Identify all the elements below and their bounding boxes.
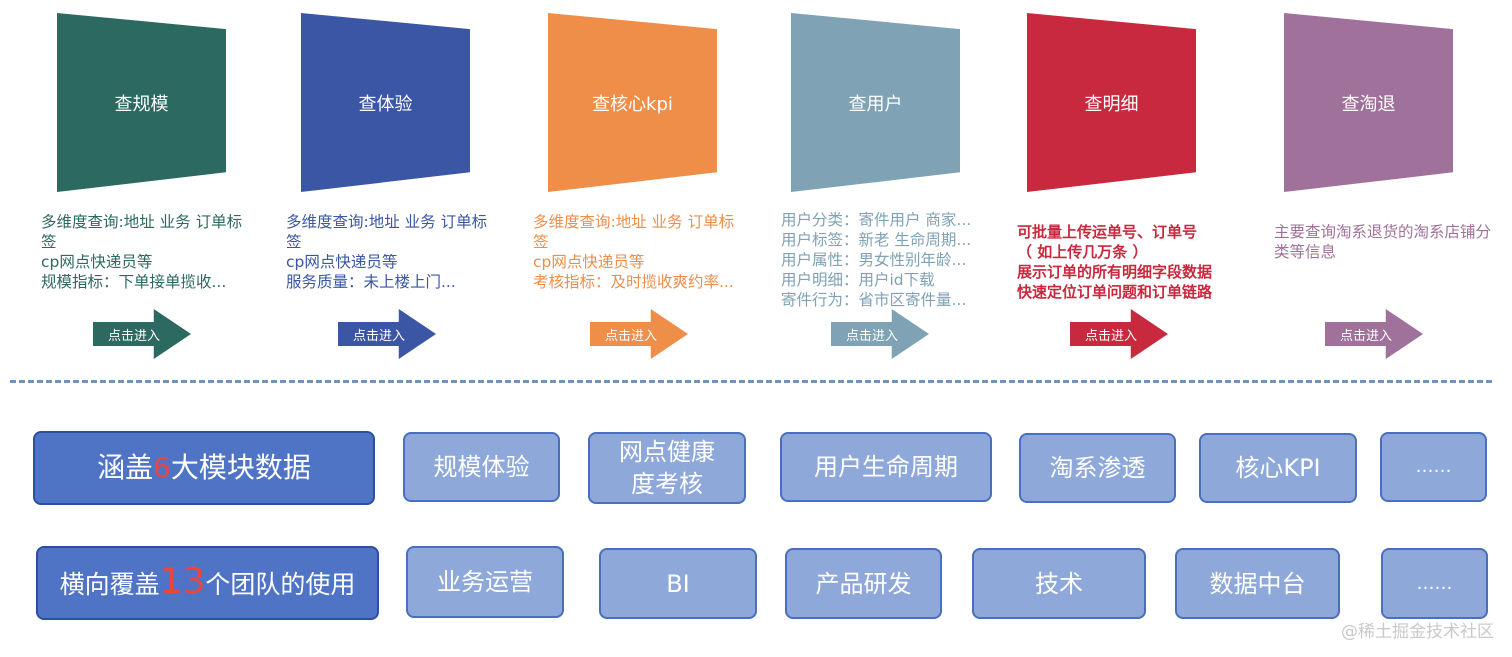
enter-label: 点击进入 <box>604 328 657 344</box>
module-title: 查淘退 <box>1341 93 1396 115</box>
module-title: 查规模 <box>114 93 169 115</box>
enter-arrow-button[interactable]: 点击进入 <box>590 309 688 359</box>
coverage-count: 6 <box>153 451 171 484</box>
description-line: 用户标签：新老 生命周期... <box>781 231 972 249</box>
tag-label: 淘系渗透 <box>1049 454 1146 482</box>
enter-arrow-button[interactable]: 点击进入 <box>93 309 191 359</box>
module-description: 可批量上传运单号、订单号 （ 如上传几万条 ） 展示订单的所有明细字段数据快速定位订… <box>1017 222 1227 302</box>
team-tech: 技术 <box>972 548 1146 619</box>
tag-scale-experience: 规模体验 <box>403 432 560 502</box>
enter-label: 点击进入 <box>845 328 898 344</box>
module-tile: 查规模 <box>57 13 226 192</box>
tag-label: 网点健康度考核 <box>619 438 715 498</box>
description-line: 用户分类：寄件用户 商家... <box>781 211 972 229</box>
team-data-platform: 数据中台 <box>1175 548 1340 619</box>
tag-taobao-penetration: 淘系渗透 <box>1019 433 1176 503</box>
tag-label: 规模体验 <box>433 453 530 481</box>
team-label: BI <box>666 569 690 598</box>
description-line: 用户属性：男女性别年龄... <box>781 251 967 269</box>
team-more: …… <box>1381 548 1488 619</box>
team-bi: BI <box>599 548 757 619</box>
module-title: 查体验 <box>358 93 413 115</box>
module-tile: 查淘退 <box>1284 13 1453 192</box>
module-title: 查核心kpi <box>592 93 673 115</box>
team-product-rd: 产品研发 <box>785 548 942 619</box>
description-line: 规模指标：下单接单揽收... <box>41 273 227 291</box>
tag-label: 用户生命周期 <box>814 453 958 481</box>
dashed-divider <box>10 380 1492 383</box>
module-description: 多维度查询:地址 业务 订单标签 cp网点快递员等规模指标：下单接单揽收... <box>41 212 251 292</box>
module-description: 主要查询淘系退货的淘系店铺分类等信息 <box>1274 222 1499 262</box>
description-line: cp网点快递员等 <box>533 253 645 271</box>
team-label: 数据中台 <box>1209 569 1306 598</box>
tag-outlet-health: 网点健康度考核 <box>588 432 746 504</box>
description-line: （ 如上传几万条 ） <box>1017 243 1148 261</box>
team-label: 产品研发 <box>815 569 912 598</box>
description-line: cp网点快递员等 <box>41 253 153 271</box>
teams-count: 13 <box>159 560 206 602</box>
teams-suffix: 个团队的使用 <box>205 569 356 599</box>
module-title: 查用户 <box>848 93 903 115</box>
description-line: 可批量上传运单号、订单号 <box>1017 223 1198 241</box>
description-line: 服务质量：未上楼上门... <box>286 273 456 291</box>
module-title: 查明细 <box>1084 93 1139 115</box>
module-tile: 查核心kpi <box>548 13 717 192</box>
coverage-prefix: 涵盖 <box>97 451 154 484</box>
description-line: 用户明细：用户id下载 <box>781 271 935 289</box>
description-line: 多维度查询:地址 业务 订单标签 <box>533 213 735 251</box>
team-label: 业务运营 <box>437 568 533 596</box>
description-line: 展示订单的所有明细字段数据 <box>1017 263 1213 281</box>
enter-label: 点击进入 <box>1339 328 1392 344</box>
enter-arrow-button[interactable]: 点击进入 <box>831 309 929 359</box>
team-business-ops: 业务运营 <box>406 546 564 618</box>
module-tile: 查明细 <box>1027 13 1196 192</box>
description-line: 主要查询淘系退货的淘系店铺分类等信息 <box>1274 223 1492 261</box>
enter-label: 点击进入 <box>352 328 405 344</box>
team-label: 技术 <box>1035 569 1083 598</box>
description-line: 多维度查询:地址 业务 订单标签 <box>286 213 488 251</box>
description-line: 寄件行为：省市区寄件量... <box>781 291 967 309</box>
module-description: 用户分类：寄件用户 商家... 用户标签：新老 生命周期... 用户属性：男女性别年… <box>781 210 991 310</box>
tag-label: …… <box>1415 456 1452 477</box>
coverage-suffix: 大模块数据 <box>170 451 311 484</box>
description-line: cp网点快递员等 <box>286 253 398 271</box>
description-line: 考核指标：及时揽收爽约率... <box>533 273 734 291</box>
teams-prefix: 横向覆盖 <box>59 569 160 599</box>
module-description: 多维度查询:地址 业务 订单标签 cp网点快递员等考核指标：及时揽收爽约率... <box>533 212 743 292</box>
enter-label: 点击进入 <box>107 328 160 344</box>
tag-label: 核心KPI <box>1235 454 1321 482</box>
coverage-modules-badge: 涵盖6大模块数据 <box>33 431 375 505</box>
module-tile: 查用户 <box>791 13 960 192</box>
enter-arrow-button[interactable]: 点击进入 <box>1070 309 1168 359</box>
coverage-teams-badge: 横向覆盖13个团队的使用 <box>36 546 379 620</box>
module-description: 多维度查询:地址 业务 订单标签 cp网点快递员等服务质量：未上楼上门... <box>286 212 496 292</box>
watermark: @稀土掘金技术社区 <box>1341 622 1494 642</box>
enter-arrow-button[interactable]: 点击进入 <box>1325 309 1423 359</box>
module-tile: 查体验 <box>301 13 470 192</box>
description-line: 多维度查询:地址 业务 订单标签 <box>41 213 243 251</box>
enter-label: 点击进入 <box>1084 328 1137 344</box>
team-label: …… <box>1416 572 1453 594</box>
description-line: 快速定位订单问题和订单链路 <box>1017 283 1213 301</box>
enter-arrow-button[interactable]: 点击进入 <box>338 309 436 359</box>
tag-core-kpi: 核心KPI <box>1199 433 1357 503</box>
tag-more-modules: …… <box>1380 432 1487 502</box>
tag-user-lifecycle: 用户生命周期 <box>780 432 992 502</box>
